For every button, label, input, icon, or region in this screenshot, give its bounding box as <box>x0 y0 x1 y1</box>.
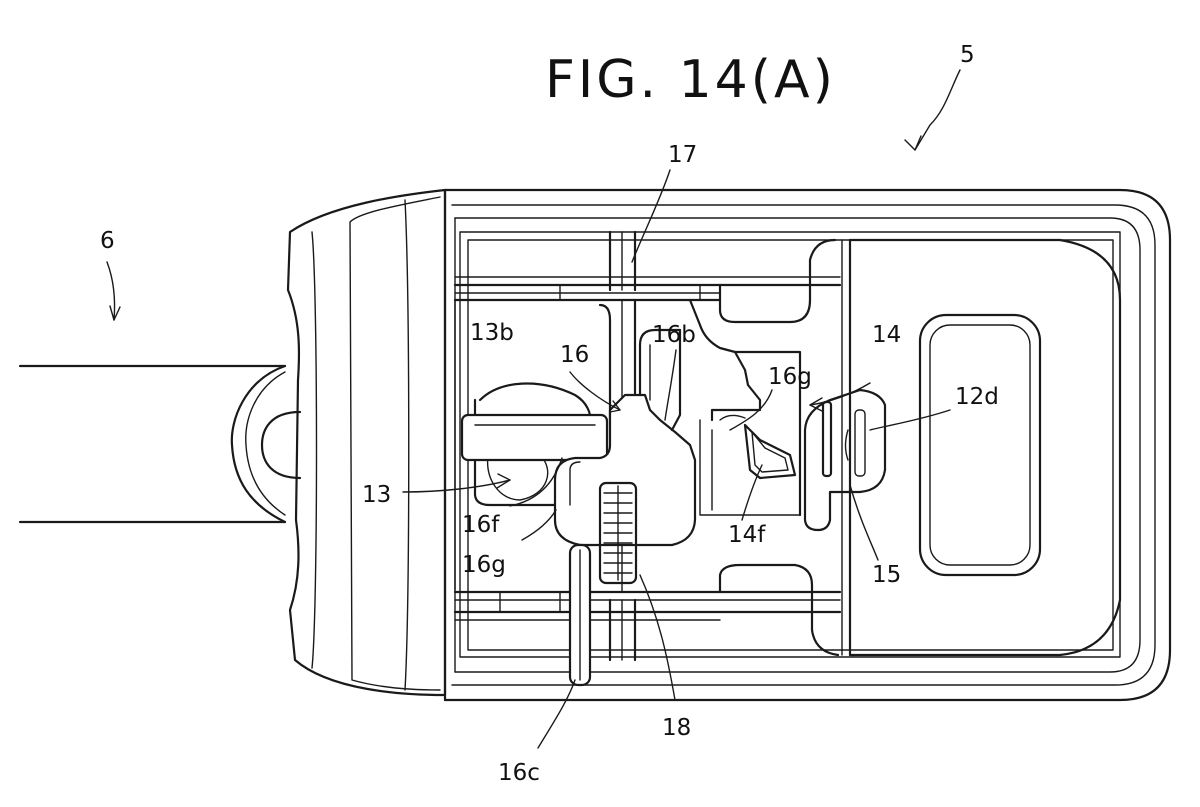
label-18: 18 <box>662 715 691 741</box>
contact-window <box>918 313 1042 577</box>
cable <box>18 364 302 524</box>
label-16f: 16f <box>462 512 500 538</box>
label-13b: 13b <box>470 320 514 346</box>
label-17: 17 <box>668 142 697 168</box>
spring-18 <box>598 481 638 585</box>
label-14: 14 <box>872 322 901 348</box>
top-rail <box>453 230 842 324</box>
label-5: 5 <box>960 42 975 68</box>
housing-front-cap <box>286 188 447 697</box>
right-compartment <box>841 238 1122 657</box>
leader-lines <box>106 69 961 749</box>
label-6: 6 <box>100 228 115 254</box>
label-14f: 14f <box>728 522 766 548</box>
slider-15 <box>803 388 887 532</box>
reference-labels: 5 6 17 13b 16 16b 14 16g 12d 13 16f 16g … <box>100 42 999 786</box>
label-16: 16 <box>560 342 589 368</box>
label-16g-top: 16g <box>768 364 812 390</box>
label-16g-bottom: 16g <box>462 552 506 578</box>
figure-title: FIG. 14(A) <box>545 50 836 110</box>
shaft-16c <box>568 543 592 687</box>
label-16b: 16b <box>652 322 696 348</box>
bottom-rail <box>453 563 842 662</box>
rotor-13b <box>460 413 609 462</box>
latch-14 <box>719 350 802 517</box>
lever-16 <box>553 298 762 547</box>
label-13: 13 <box>362 482 391 508</box>
label-15: 15 <box>872 562 901 588</box>
label-12d: 12d <box>955 384 999 410</box>
rotor-13 <box>460 382 609 507</box>
label-16c: 16c <box>498 760 540 786</box>
